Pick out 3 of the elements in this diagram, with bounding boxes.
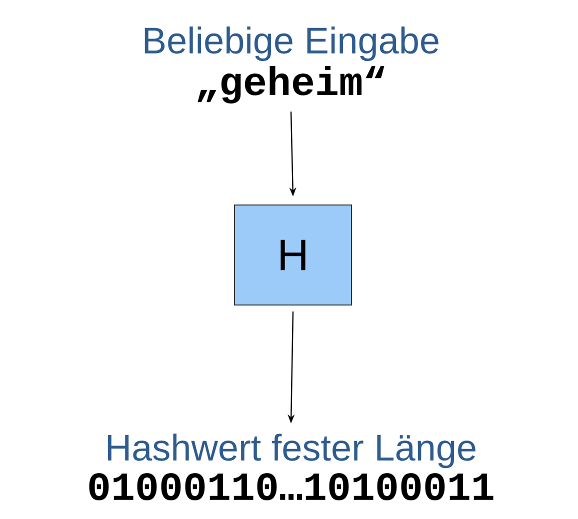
hash-box: H [234,204,352,306]
text-label: Hashwert fester Länge 01000110…10100011 [89,434,494,500]
text-label: Beliebige Eingabe „geheim“ [144,26,438,104]
